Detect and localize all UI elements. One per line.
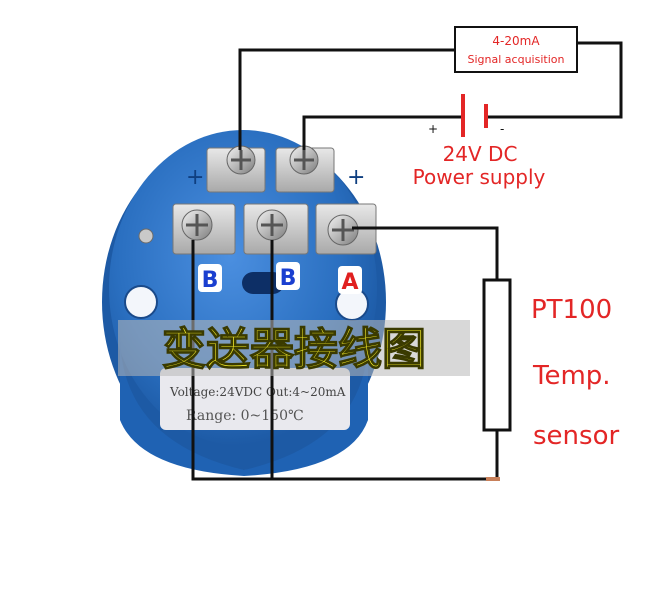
screw-top-left <box>226 145 256 175</box>
signal-acquisition-box: 4-20mA Signal acquisition <box>454 26 578 73</box>
battery-plus: + <box>428 122 438 136</box>
range-line: Range: 0~150℃ <box>186 408 304 424</box>
spec-line: Voltage:24VDC Out:4~20mA <box>169 385 346 399</box>
sensor-label-line3: sensor <box>533 421 619 451</box>
wiring-diagram-title: 变送器接线图 <box>118 320 470 376</box>
sensor-label-line2: Temp. <box>532 361 611 391</box>
svg-text:B: B <box>202 268 219 293</box>
plus-mark-right: + <box>347 165 365 190</box>
terminal-label-b-left: B <box>198 264 222 293</box>
svg-text:A: A <box>341 270 358 295</box>
spec-label-plate <box>160 368 350 430</box>
svg-text:B: B <box>280 266 297 291</box>
screw-top-right <box>289 145 319 175</box>
screw-terminal-b-left <box>181 209 213 241</box>
battery-symbol <box>461 94 488 137</box>
power-supply-label: Power supply <box>413 165 546 189</box>
svg-text:变送器接线图: 变送器接线图 <box>162 324 426 375</box>
screw-terminal-b-middle <box>256 209 288 241</box>
plus-mark-left: + <box>186 165 204 190</box>
signal-box-line2: Signal acquisition <box>468 53 565 66</box>
screw-terminal-a <box>327 214 359 246</box>
power-voltage: 24V DC <box>443 142 518 166</box>
signal-box-line1: 4-20mA <box>492 34 540 48</box>
mount-hole-left <box>124 285 158 319</box>
terminal-label-a: A <box>338 266 362 295</box>
battery-minus: - <box>500 122 504 136</box>
sensor-label-line1: PT100 <box>531 295 612 325</box>
terminal-label-b-middle: B <box>276 262 300 291</box>
pt100-resistor <box>482 278 512 432</box>
